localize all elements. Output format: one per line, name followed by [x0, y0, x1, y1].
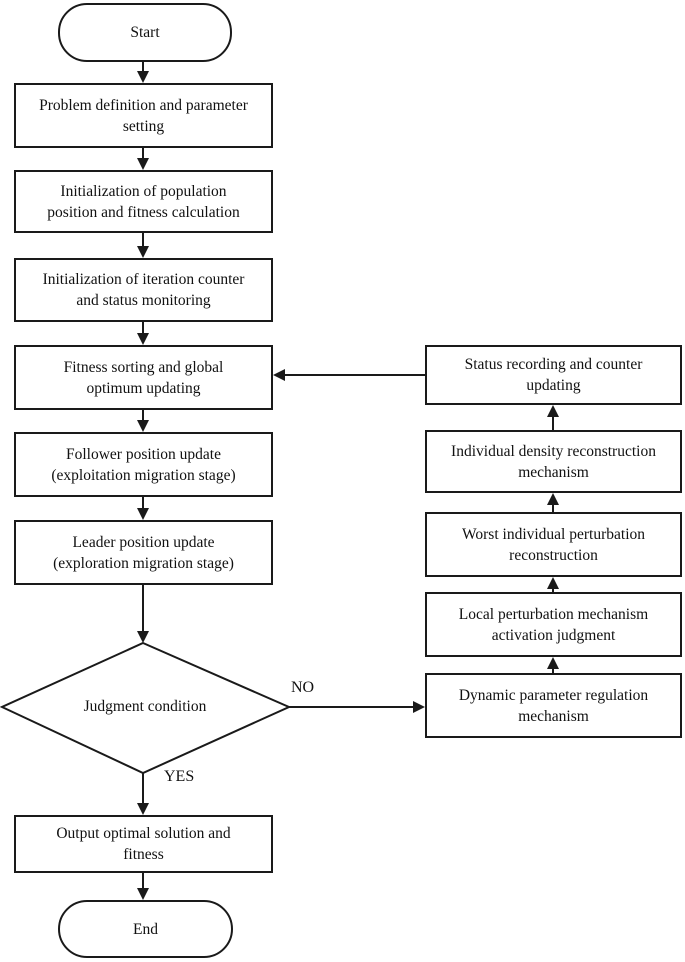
arrow-dynamic-local-line [552, 668, 554, 673]
arrow-fitness-follower-head [137, 420, 149, 432]
node-end: End [58, 900, 233, 958]
arrow-local-worst-head [547, 577, 559, 589]
label-line: Status recording and counter [464, 356, 643, 373]
arrow-status-fitness-head [273, 369, 285, 381]
label-line: Problem definition and parameter [39, 96, 248, 114]
arrow-density-status-head [547, 405, 559, 417]
node-label: End [133, 919, 158, 940]
node-dynamic-parameter: Dynamic parameter regulation mechanism [425, 673, 682, 738]
node-output-solution: Output optimal solution and fitness [14, 815, 273, 873]
arrow-follower-leader-head [137, 508, 149, 520]
node-fitness-sorting: Fitness sorting and global optimum updat… [14, 345, 273, 410]
node-label: Status recording and counter updating [465, 354, 643, 396]
node-label: Leader position update (exploration migr… [53, 532, 234, 574]
arrow-start-problem-head [137, 71, 149, 83]
node-follower-update: Follower position update (exploitation m… [14, 432, 273, 497]
node-label: Fitness sorting and global optimum updat… [64, 357, 224, 399]
label-line: mechanism [518, 707, 589, 725]
label-line: fitness [123, 846, 164, 863]
label-line: Initialization of iteration counter [42, 271, 245, 288]
arrow-inititer-fitness-head [137, 333, 149, 345]
node-individual-density: Individual density reconstruction mechan… [425, 430, 682, 493]
node-label: Initialization of population position an… [47, 181, 239, 223]
node-status-recording: Status recording and counter updating [425, 345, 682, 405]
arrow-initpop-inititer-line [142, 233, 144, 247]
label-line: position and fitness calculation [47, 203, 240, 221]
arrow-follower-leader-line [142, 497, 144, 509]
label-line: setting [122, 117, 165, 135]
label-line: Start [130, 24, 160, 41]
label-line: Local perturbation mechanism [458, 605, 649, 623]
label-line: (exploration migration stage) [53, 554, 234, 572]
label-line: Dynamic parameter regulation [458, 686, 649, 704]
arrow-problem-initpop-line [142, 148, 144, 159]
arrow-problem-initpop-head [137, 158, 149, 170]
node-label: Start [130, 22, 159, 43]
arrow-status-fitness-line [284, 374, 425, 376]
node-label: Worst individual perturbation reconstruc… [462, 524, 645, 566]
label-line: reconstruction [509, 546, 598, 564]
label-line: (exploitation migration stage) [51, 466, 236, 484]
label-line: Leader position update [72, 533, 215, 551]
node-worst-individual: Worst individual perturbation reconstruc… [425, 512, 682, 577]
node-label: Problem definition and parameter setting [39, 95, 248, 137]
node-problem-definition: Problem definition and parameter setting [14, 83, 273, 148]
label-line: Initialization of population [60, 182, 227, 200]
node-label: Local perturbation mechanism activation … [459, 604, 648, 646]
arrow-fitness-follower-line [142, 410, 144, 421]
arrow-output-end-line [142, 873, 144, 889]
arrow-local-worst-line [552, 588, 554, 592]
arrow-judgment-dynamic-line [289, 706, 414, 708]
arrow-dynamic-local-head [547, 657, 559, 669]
node-init-population: Initialization of population position an… [14, 170, 273, 233]
arrow-output-end-head [137, 888, 149, 900]
node-label: Initialization of iteration counter and … [43, 269, 245, 311]
node-init-iteration: Initialization of iteration counter and … [14, 258, 273, 322]
label-line: Individual density reconstruction [451, 442, 656, 460]
node-label: Dynamic parameter regulation mechanism [459, 685, 648, 727]
node-label: Individual density reconstruction mechan… [451, 441, 656, 483]
node-local-perturbation: Local perturbation mechanism activation … [425, 592, 682, 657]
node-judgment-label: Judgment condition [83, 698, 207, 715]
label-line: and status monitoring [76, 292, 211, 309]
node-leader-update: Leader position update (exploration migr… [14, 520, 273, 585]
edge-label-yes: YES [162, 767, 197, 787]
arrow-inititer-fitness-line [142, 322, 144, 334]
label-line: mechanism [518, 463, 589, 481]
arrow-judgment-output-line [142, 772, 144, 804]
label-line: Follower position update [65, 445, 221, 463]
arrow-start-problem-line [142, 62, 144, 72]
label-line: Output optimal solution and [56, 825, 231, 842]
label-line: updating [526, 377, 581, 394]
arrow-density-status-line [552, 416, 554, 430]
arrow-leader-judgment-line [142, 585, 144, 632]
label-line: Worst individual perturbation [462, 525, 645, 543]
arrow-worst-density-line [552, 504, 554, 512]
label-line: Fitness sorting and global [63, 358, 224, 376]
label-line: optimum updating [86, 379, 201, 397]
arrow-initpop-inititer-head [137, 246, 149, 258]
node-start: Start [58, 3, 232, 62]
node-label: Follower position update (exploitation m… [51, 444, 235, 486]
arrow-worst-density-head [547, 493, 559, 505]
edge-label-no: NO [289, 678, 317, 698]
label-line: End [133, 920, 158, 938]
arrow-judgment-dynamic-head [413, 701, 425, 713]
arrow-judgment-output-head [137, 803, 149, 815]
arrow-leader-judgment-head [137, 631, 149, 643]
node-label: Output optimal solution and fitness [56, 823, 230, 865]
label-line: activation judgment [491, 626, 616, 644]
